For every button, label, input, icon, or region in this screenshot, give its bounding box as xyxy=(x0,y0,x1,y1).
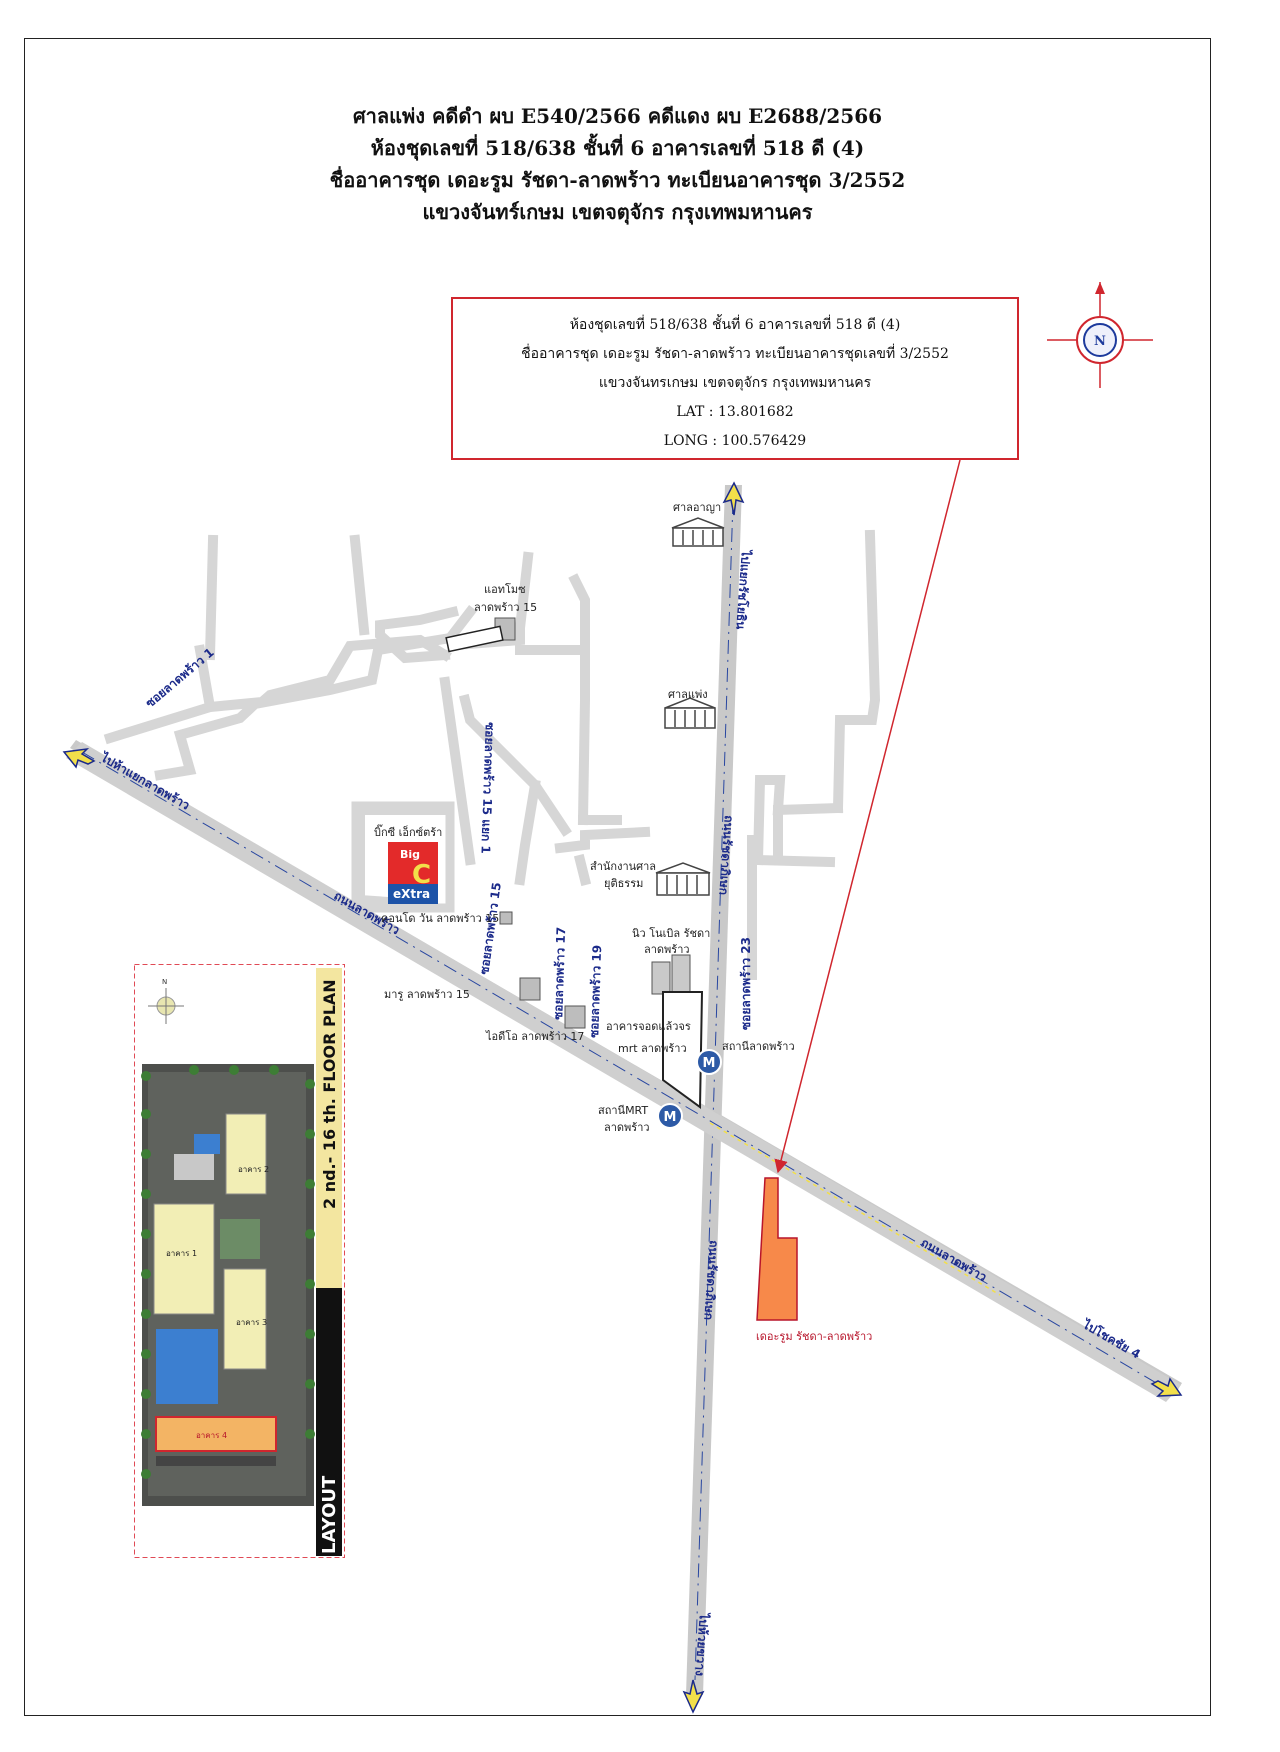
label-ideo: ไอดีโอ ลาดพร้าว 17 xyxy=(485,1029,584,1043)
label-atmoz-2: ลาดพร้าว 15 xyxy=(474,601,537,614)
svg-text:อาคาร 4: อาคาร 4 xyxy=(196,1431,227,1440)
ratchadaphisek-road xyxy=(686,485,742,1695)
criminal-court-icon xyxy=(671,517,725,547)
condo-one-building-icon xyxy=(499,911,513,925)
label-soi-17: ซอยลาดพร้าว 17 xyxy=(551,927,568,1020)
svg-text:M: M xyxy=(703,1056,716,1071)
arrow-left-icon xyxy=(62,747,96,769)
info-longitude: LONG : 100.576429 xyxy=(663,433,807,449)
svg-text:M: M xyxy=(664,1110,677,1125)
minor-roads xyxy=(103,529,881,980)
label-criminal-court: ศาลอาญา xyxy=(673,501,721,514)
mrt-station-icon-2: M xyxy=(657,1103,683,1129)
svg-text:N: N xyxy=(1094,334,1106,349)
page-header: ศาลแพ่ง คดีดำ ผบ E540/2566 คดีแดง ผบ E26… xyxy=(0,100,1235,228)
header-line-building: ชื่ออาคารชุด เดอะรูม รัชดา-ลาดพร้าว ทะเบ… xyxy=(329,168,906,192)
svg-text:C: C xyxy=(412,860,431,890)
svg-text:อาคาร 1: อาคาร 1 xyxy=(166,1249,197,1258)
noble-building-icon xyxy=(651,954,691,995)
label-court-office-2: ยุติธรรม xyxy=(604,877,643,890)
page-frame xyxy=(24,38,1211,1716)
header-line-court: ศาลแพ่ง คดีดำ ผบ E540/2566 คดีแดง ผบ E26… xyxy=(352,104,883,128)
target-site-marker xyxy=(756,1177,798,1321)
road-end-arrows xyxy=(62,481,1183,1714)
svg-text:Big: Big xyxy=(400,848,420,861)
ideo-building-icon xyxy=(564,1005,586,1029)
mrt-station-icon: M xyxy=(696,1049,722,1075)
label-ratchada-mid: ถนนรัชดาภิเษก xyxy=(716,815,736,896)
floor-plan-inset: N 2 nd.- 16 th. FLOOR PLAN LAYOUT อาคาร … xyxy=(134,964,345,1558)
svg-text:eXtra: eXtra xyxy=(393,887,430,901)
label-maru: มารู ลาดพร้าว 15 xyxy=(384,988,470,1001)
label-ratchada-south: ถนนรัชดาภิเษก xyxy=(701,1240,721,1321)
atmoz-site-outline xyxy=(445,625,504,653)
maru-building-icon xyxy=(519,977,541,1001)
arrow-down-icon xyxy=(682,1679,705,1714)
target-pointer-arrow xyxy=(774,459,961,1174)
svg-text:อาคาร 3: อาคาร 3 xyxy=(236,1318,267,1327)
info-district: แขวงจันทรเกษม เขตจตุจักร กรุงเทพมหานคร xyxy=(598,375,872,391)
label-soi-23: ซอยลาดพร้าว 23 xyxy=(739,937,753,1030)
svg-text:อาคาร 2: อาคาร 2 xyxy=(238,1165,269,1174)
label-target-site: เดอะรูม รัชดา-ลาดพร้าว xyxy=(756,1330,872,1343)
label-noble-1: นิว โนเบิล รัชดา xyxy=(632,926,710,940)
header-line-unit: ห้องชุดเลขที่ 518/638 ชั้นที่ 6 อาคารเลข… xyxy=(370,136,865,160)
property-info-box: ห้องชุดเลขที่ 518/638 ชั้นที่ 6 อาคารเลข… xyxy=(451,297,1019,460)
compass-rose-icon: N xyxy=(1047,282,1153,388)
label-atmoz-1: แอทโมซ xyxy=(484,582,526,596)
label-station-ladprao: สถานีลาดพร้าว xyxy=(722,1040,795,1053)
svg-text:N: N xyxy=(162,978,167,986)
site-plan: อาคาร 2 อาคาร 1 อาคาร 3 อาคาร 4 xyxy=(141,1064,315,1506)
label-soi-15-yaek-1: ซอยลาดพร้าว 15 แยก 1 xyxy=(478,722,497,854)
label-park-ride-2: mrt ลาดพร้าว xyxy=(618,1042,687,1055)
label-civil-court: ศาลแพ่ง xyxy=(668,688,708,701)
bigc-lot xyxy=(351,801,455,913)
floor-plan-title: 2 nd.- 16 th. FLOOR PLAN xyxy=(320,979,339,1209)
arrow-up-icon xyxy=(722,481,745,516)
info-building: ชื่ออาคารชุด เดอะรูม รัชดา-ลาดพร้าว ทะเบ… xyxy=(521,346,949,362)
park-and-ride-outline xyxy=(662,991,704,1109)
label-soi-15: ซอยลาดพร้าว 15 xyxy=(477,881,504,975)
arrow-right-icon xyxy=(1150,1377,1183,1397)
label-mrt-1: สถานีMRT xyxy=(598,1104,648,1117)
header-line-district: แขวงจันทร์เกษม เขตจตุจักร กรุงเทพมหานคร xyxy=(422,200,813,224)
info-unit: ห้องชุดเลขที่ 518/638 ชั้นที่ 6 อาคารเลข… xyxy=(569,317,901,333)
label-to-huai-khwang: ไปห้วยขวาง xyxy=(693,1611,712,1677)
bigc-logo: Big C eXtra xyxy=(388,842,438,904)
layout-title: LAYOUT xyxy=(319,1475,340,1554)
label-court-office-1: สำนักงานศาล xyxy=(590,860,656,873)
info-latitude: LAT : 13.801682 xyxy=(676,404,794,420)
inset-north-icon: N xyxy=(148,978,184,1024)
label-bigc: บิ๊กซี เอ็กซ์ตร้า xyxy=(374,824,442,839)
civil-court-icon xyxy=(664,697,716,729)
label-to-ratchayothin: ไปแยกรัชโยธิน xyxy=(733,548,754,631)
label-mrt-2: ลาดพร้าว xyxy=(604,1121,650,1134)
label-soi-19: ซอยลาดพร้าว 19 xyxy=(587,945,604,1038)
label-condo-one: คอนโด วัน ลาดพร้าว 15 xyxy=(381,911,499,925)
label-park-ride-1: อาคารจอดแล้วจร xyxy=(606,1020,691,1033)
court-office-icon xyxy=(655,862,711,896)
label-noble-2: ลาดพร้าว xyxy=(644,943,690,956)
ladprao-road xyxy=(66,740,1182,1402)
